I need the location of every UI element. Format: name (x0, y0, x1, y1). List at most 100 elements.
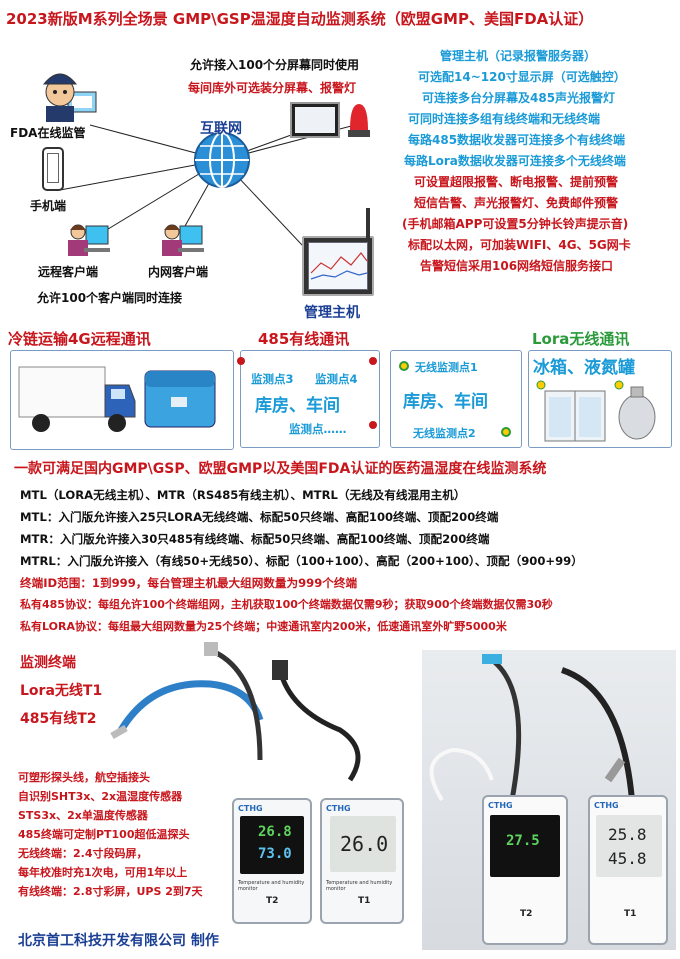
photo-t1-temp: 25.8 (608, 825, 647, 844)
fridge-label: 冰箱、液氮罐 (533, 358, 635, 378)
internet-label: 互联网 (200, 121, 242, 137)
point-more-label: 监测点…… (289, 422, 347, 436)
host-feature: 管理主机（记录报警服务器） (440, 49, 597, 63)
terminal-feature: 每年校准时充1次电，可用1年以上 (18, 866, 188, 879)
phone-icon (42, 147, 64, 191)
device-t2-label: T2 (266, 896, 279, 906)
host-feature: 短信告警、声光报警灯、免费邮件预警 (414, 196, 619, 210)
fridge-and-tank-image (536, 380, 656, 442)
t2-hum: 73.0 (258, 846, 292, 862)
wireless-panel: 无线监测点1 库房、车间 无线监测点2 (390, 350, 522, 448)
host-feature-list: 管理主机（记录报警服务器） 可选配14~120寸显示屏（可选触控） 可连接多台分… (400, 46, 675, 277)
wired-warehouse-label: 库房、车间 (255, 396, 340, 416)
host-feature: (手机邮箱APP可设置5分钟长铃声提示音) (402, 217, 629, 231)
host-label: 管理主机 (304, 305, 360, 321)
truck-and-coolbox-image (18, 366, 216, 432)
wired-panel: 监测点3 监测点4 库房、车间 监测点…… (237, 350, 380, 448)
device-t1-screen: 26.0 (330, 816, 396, 872)
host-feature: 标配以太网，可加装WIFI、4G、5G网卡 (408, 238, 631, 252)
remote-client-icon (66, 220, 110, 258)
spec-line-red: 终端ID范围：1到999，每台管理主机最大组网数量为999个终端 (20, 576, 358, 590)
terminal-feature-list: 可塑形探头线，航空插接头 自识别SHT3x、2x温湿度传感器 STS3x、2x单… (18, 768, 228, 901)
clients-note: 允许100个客户端同时连接 (37, 291, 183, 305)
t2-temp: 26.8 (258, 824, 292, 840)
wired-node-dot (237, 357, 245, 365)
host-feature: 每路Lora数据收发器可连接多个无线终端 (404, 154, 626, 168)
spec-line-red: 私有485协议：每组允许100个终端组网，主机获取100个终端数据仅需9秒；获取… (20, 598, 553, 611)
local-client-label: 内网客户端 (148, 265, 209, 279)
device-t1-label: T1 (358, 896, 371, 906)
photo-t1-screen: 25.8 45.8 (596, 815, 662, 877)
wireless-node-icon (501, 427, 511, 437)
terminal-feature: 无线终端：2.4寸段码屏， (18, 847, 148, 860)
device-t1: CTHG 26.0 Temperature and humidity monit… (320, 798, 404, 924)
wpoint1-label: 无线监测点1 (415, 361, 478, 374)
terminal-feature: STS3x、2x单温度传感器 (18, 809, 148, 822)
alarm-lamp-icon (346, 100, 372, 140)
photo-t2-temp: 27.5 (506, 833, 540, 849)
device-t2-screen: 26.8 73.0 (240, 816, 304, 874)
photo-device-t2: CTHG 27.5 T2 (482, 795, 568, 945)
host-feature: 可选配14~120寸显示屏（可选触控） (418, 70, 626, 84)
cold-chain-heading: 冷链运输4G远程通讯 (8, 330, 151, 348)
host-feature: 告警短信采用106网络短信服务接口 (420, 259, 614, 273)
local-client-icon (160, 220, 204, 258)
device-brand: CTHG (238, 804, 263, 813)
photo-probes (429, 654, 635, 802)
wireless-node-icon (399, 361, 409, 371)
wpoint2-label: 无线监测点2 (413, 427, 476, 440)
split-screen-icon (290, 102, 340, 138)
fda-officer-icon (38, 62, 100, 124)
wired-heading: 485有线通讯 (258, 330, 350, 348)
fda-label: FDA在线监管 (10, 126, 86, 140)
lora-panel: 冰箱、液氮罐 (528, 350, 672, 448)
probe-cables-image (110, 642, 361, 782)
photo-t2-screen: 27.5 (490, 815, 560, 877)
terminals-heading: 监测终端 (20, 655, 76, 671)
device-sub: Temperature and humidity monitor (326, 880, 393, 892)
host-feature: 可连接多台分屏幕及485声光报警灯 (422, 91, 616, 105)
t1-temp: 26.0 (340, 832, 389, 856)
spec-list: MTL（LORA无线主机）、MTR（RS485有线主机）、MTRL（无线及有线混… (20, 484, 675, 638)
spec-line: MTR：入门版允许接入30只485有线终端、标配50只终端、高配100终端、顶配… (20, 532, 490, 546)
wired-node-dot (369, 357, 377, 365)
system-title: 一款可满足国内GMP\GSP、欧盟GMP以及美国FDA认证的医药温湿度在线监测系… (14, 461, 547, 477)
spec-line: MTRL：入门版允许接入（有线50+无线50）、标配（100+100）、高配（2… (20, 554, 583, 568)
terminal-t1-label: Lora无线T1 (20, 683, 103, 699)
host-monitor-icon (302, 236, 374, 296)
device-sub: Temperature and humidity monitor (238, 880, 305, 892)
terminal-t2-label: 485有线T2 (20, 711, 97, 727)
device-brand: CTHG (488, 801, 513, 810)
photo-t1-hum: 45.8 (608, 849, 647, 868)
host-feature: 可设置超限报警、断电报警、提前预警 (414, 175, 619, 189)
alarm-note: 每间库外可选装分屏幕、报警灯 (188, 81, 357, 95)
device-t2: CTHG 26.8 73.0 Temperature and humidity … (232, 798, 312, 924)
company-credit: 北京首工科技开发有限公司 制作 (18, 933, 219, 949)
point3-label: 监测点3 (251, 372, 294, 386)
terminal-feature: 自识别SHT3x、2x温湿度传感器 (18, 790, 183, 803)
screens-note: 允许接入100个分屏幕同时使用 (190, 58, 360, 72)
wired-node-dot (369, 421, 377, 429)
cold-chain-panel (10, 350, 234, 450)
host-feature: 每路485数据收发器可连接多个有线终端 (408, 133, 626, 147)
terminal-feature: 485终端可定制PT100超低温探头 (18, 828, 190, 841)
lora-heading: Lora无线通讯 (532, 330, 630, 348)
device-photo: CTHG 27.5 T2 CTHG 25.8 45.8 T1 (422, 650, 676, 950)
spec-line-red: 私有LORA协议：每组最大组网数量为25个终端；中速通讯室内200米，低速通讯室… (20, 620, 507, 633)
globe-icon (192, 130, 252, 190)
photo-t1-label: T1 (624, 909, 637, 919)
photo-device-t1: CTHG 25.8 45.8 T1 (588, 795, 668, 945)
device-brand: CTHG (326, 804, 351, 813)
terminal-feature: 有线终端：2.8寸彩屏，UPS 2到7天 (18, 885, 203, 898)
phone-label: 手机端 (30, 199, 67, 213)
antenna-icon (366, 208, 370, 240)
device-brand: CTHG (594, 801, 619, 810)
photo-t2-label: T2 (520, 909, 533, 919)
spec-line: MTL：入门版允许接入25只LORA无线终端、标配50只终端、高配100终端、顶… (20, 510, 499, 524)
remote-client-label: 远程客户端 (38, 265, 99, 279)
page-title: 2023新版M系列全场景 GMP\GSP温湿度自动监测系统（欧盟GMP、美国FD… (6, 10, 594, 28)
wireless-warehouse-label: 库房、车间 (403, 392, 488, 412)
spec-line: MTL（LORA无线主机）、MTR（RS485有线主机）、MTRL（无线及有线混… (20, 488, 466, 502)
point4-label: 监测点4 (315, 372, 358, 386)
host-feature: 可同时连接多组有线终端和无线终端 (408, 112, 601, 126)
